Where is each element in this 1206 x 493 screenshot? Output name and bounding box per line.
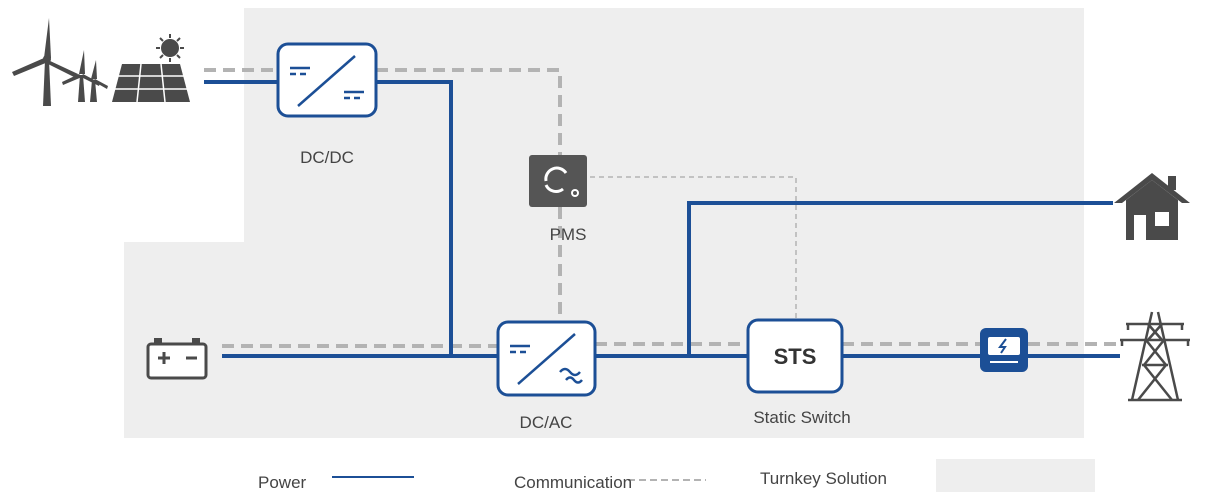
turnkey-area — [124, 8, 1084, 438]
comm-line-dcdc-pms — [376, 68, 562, 155]
power-line-dcdc-bus — [376, 80, 453, 356]
dcac-label: DC/AC — [520, 413, 573, 432]
sts-caption: Static Switch — [753, 408, 850, 427]
house-icon — [1114, 173, 1190, 240]
sun-icon — [156, 34, 184, 62]
wind-turbine-icon — [12, 18, 108, 106]
legend-communication-label: Communication — [514, 473, 632, 492]
power-lines — [204, 80, 1120, 358]
legend-turnkey-label: Turnkey Solution — [760, 469, 887, 488]
legend-turnkey-swatch — [936, 459, 1095, 492]
pms-label: PMS — [550, 225, 587, 244]
pms-box — [529, 155, 587, 207]
transmission-tower-icon — [1120, 311, 1190, 402]
sts-box-label: STS — [774, 344, 817, 369]
power-line-house — [687, 201, 1113, 356]
comm-line-pms-sts — [590, 176, 797, 320]
legend: Power Communication Turnkey Solution — [258, 459, 1095, 492]
battery-icon — [146, 338, 208, 380]
dcac-inverter — [496, 320, 597, 397]
dcdc-label: DC/DC — [300, 148, 354, 167]
sts-box: STS — [746, 318, 844, 394]
solar-panel-icon — [112, 63, 190, 103]
meter-icon — [980, 328, 1028, 372]
dcdc-converter — [276, 42, 378, 118]
pms-gear-icon — [544, 166, 579, 197]
legend-power-label: Power — [258, 473, 307, 492]
